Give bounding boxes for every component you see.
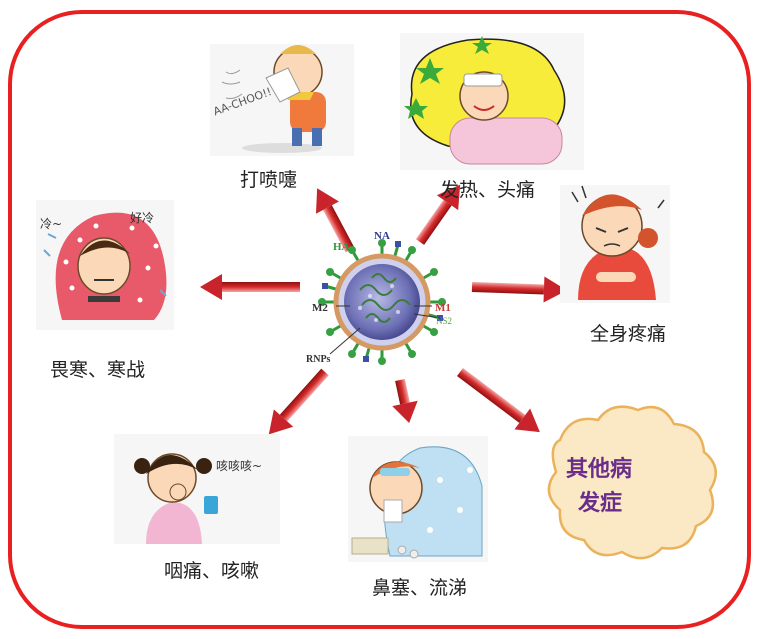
outer-frame — [8, 10, 751, 629]
arrow-to-chills — [200, 274, 300, 300]
sore-throat-illustration: 咳咳咳~ — [114, 434, 280, 544]
fever-illustration — [400, 33, 584, 170]
cough-sound-text: 咳咳咳~ — [216, 459, 262, 473]
chills-word-so-cold: 好冷 — [130, 211, 154, 225]
arrow-to-fever — [415, 184, 461, 245]
label-nasal: 鼻塞、流涕 — [372, 577, 467, 599]
body-ache-illustration — [560, 185, 670, 303]
chills-word-cold: 冷~ — [40, 217, 62, 231]
influenza-virus-diagram: HA NA M2 M1 NS2 RNPs — [306, 230, 452, 365]
label-body-ache: 全身疼痛 — [590, 323, 666, 345]
other-complications-cloud — [547, 405, 717, 560]
arrow-to-sore-throat — [268, 368, 329, 435]
virus-label-rnps: RNPs — [306, 354, 331, 365]
virus-label-m1: M1 — [435, 302, 451, 314]
sneeze-illustration: AA-CHOO!! — [210, 44, 354, 156]
arrow-to-sneeze — [315, 188, 355, 253]
virus-label-m2: M2 — [312, 302, 328, 314]
arrow-to-other — [456, 368, 540, 433]
virus-label-ns2: NS2 — [436, 316, 452, 326]
nasal-illustration — [348, 436, 488, 562]
other-complications-line1: 其他病 — [566, 456, 632, 482]
label-sneeze: 打喷嚏 — [240, 169, 297, 191]
label-chills: 畏寒、寒战 — [50, 359, 145, 381]
other-complications-line2: 发症 — [577, 490, 622, 516]
virus-label-ha: HA — [333, 241, 350, 253]
arrow-to-nasal — [392, 378, 418, 424]
arrow-to-body-ache — [471, 276, 567, 303]
chills-illustration: 冷~ 好冷 — [36, 200, 174, 330]
label-fever: 发热、头痛 — [440, 179, 535, 201]
virus-rnps — [359, 273, 411, 323]
virus-label-na: NA — [374, 230, 390, 242]
label-sore-throat: 咽痛、咳嗽 — [164, 560, 259, 582]
